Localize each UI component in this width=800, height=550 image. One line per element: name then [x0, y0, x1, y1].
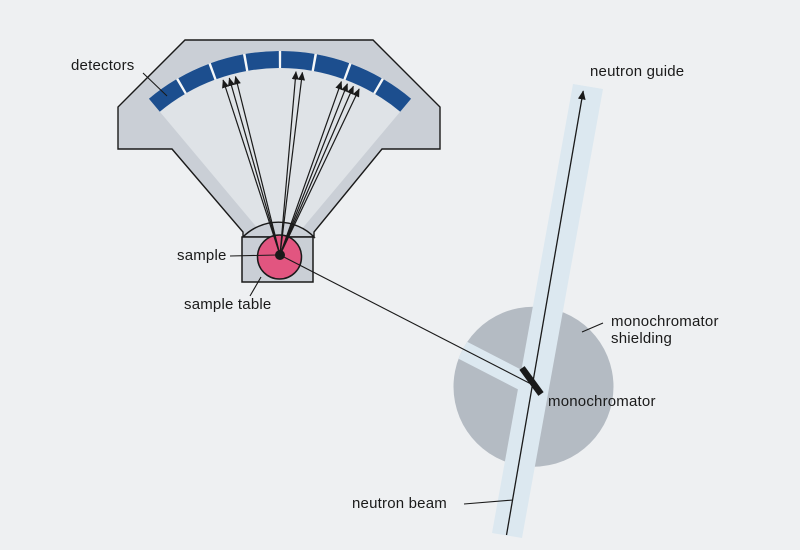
- detectors-label: detectors: [71, 57, 135, 74]
- monochromator-crystal: [519, 366, 544, 396]
- scatter-arrow: [222, 79, 281, 256]
- neutron-guide-strip: [492, 84, 603, 538]
- sample-table-label: sample table: [184, 296, 272, 313]
- scatter-arrow: [233, 75, 281, 256]
- monochromator-label: monochromator: [548, 393, 656, 410]
- monochromator-to-sample-line: [279, 254, 534, 386]
- neutron-beam-label: neutron beam: [352, 495, 447, 512]
- monochromator-shielding-label-line1: monochromator: [611, 313, 719, 330]
- detector-segment: [281, 51, 315, 71]
- scatter-arrow: [279, 85, 354, 256]
- monochromator-shielding-label: monochromator shielding: [611, 313, 719, 347]
- scatter-arrow: [279, 71, 299, 256]
- detector-segment: [345, 64, 382, 93]
- detector-segment: [178, 64, 215, 93]
- scatter-arrow: [279, 81, 343, 256]
- detector-segments: [148, 51, 412, 112]
- scatter-arrow: [227, 77, 281, 256]
- detectors-pointer-line: [142, 72, 168, 97]
- sample-pointer-line: [229, 254, 278, 257]
- sample-table-pointer-line: [249, 276, 262, 297]
- detector-segment: [245, 51, 279, 71]
- sample-label: sample: [177, 247, 227, 264]
- scatter-arrow: [279, 83, 348, 256]
- neutron-beam-pointer-line: [463, 499, 514, 505]
- scatter-arrow: [279, 88, 360, 256]
- sample-beam-channel: [453, 332, 541, 397]
- detector-segment: [210, 54, 247, 80]
- detector-segment: [313, 54, 350, 80]
- scatter-arrow: [279, 71, 306, 256]
- neutron-beam-arrow: [505, 90, 586, 536]
- sample-housing-dome: [241, 221, 316, 238]
- neutron-guide-label: neutron guide: [590, 63, 685, 80]
- detector-segment: [375, 79, 412, 112]
- flight-path-wedge: [148, 50, 412, 255]
- scattered-neutron-arrows: [222, 71, 360, 256]
- monochromator-shielding-label-line2: shielding: [611, 330, 673, 347]
- shielding-pointer-line: [581, 322, 604, 333]
